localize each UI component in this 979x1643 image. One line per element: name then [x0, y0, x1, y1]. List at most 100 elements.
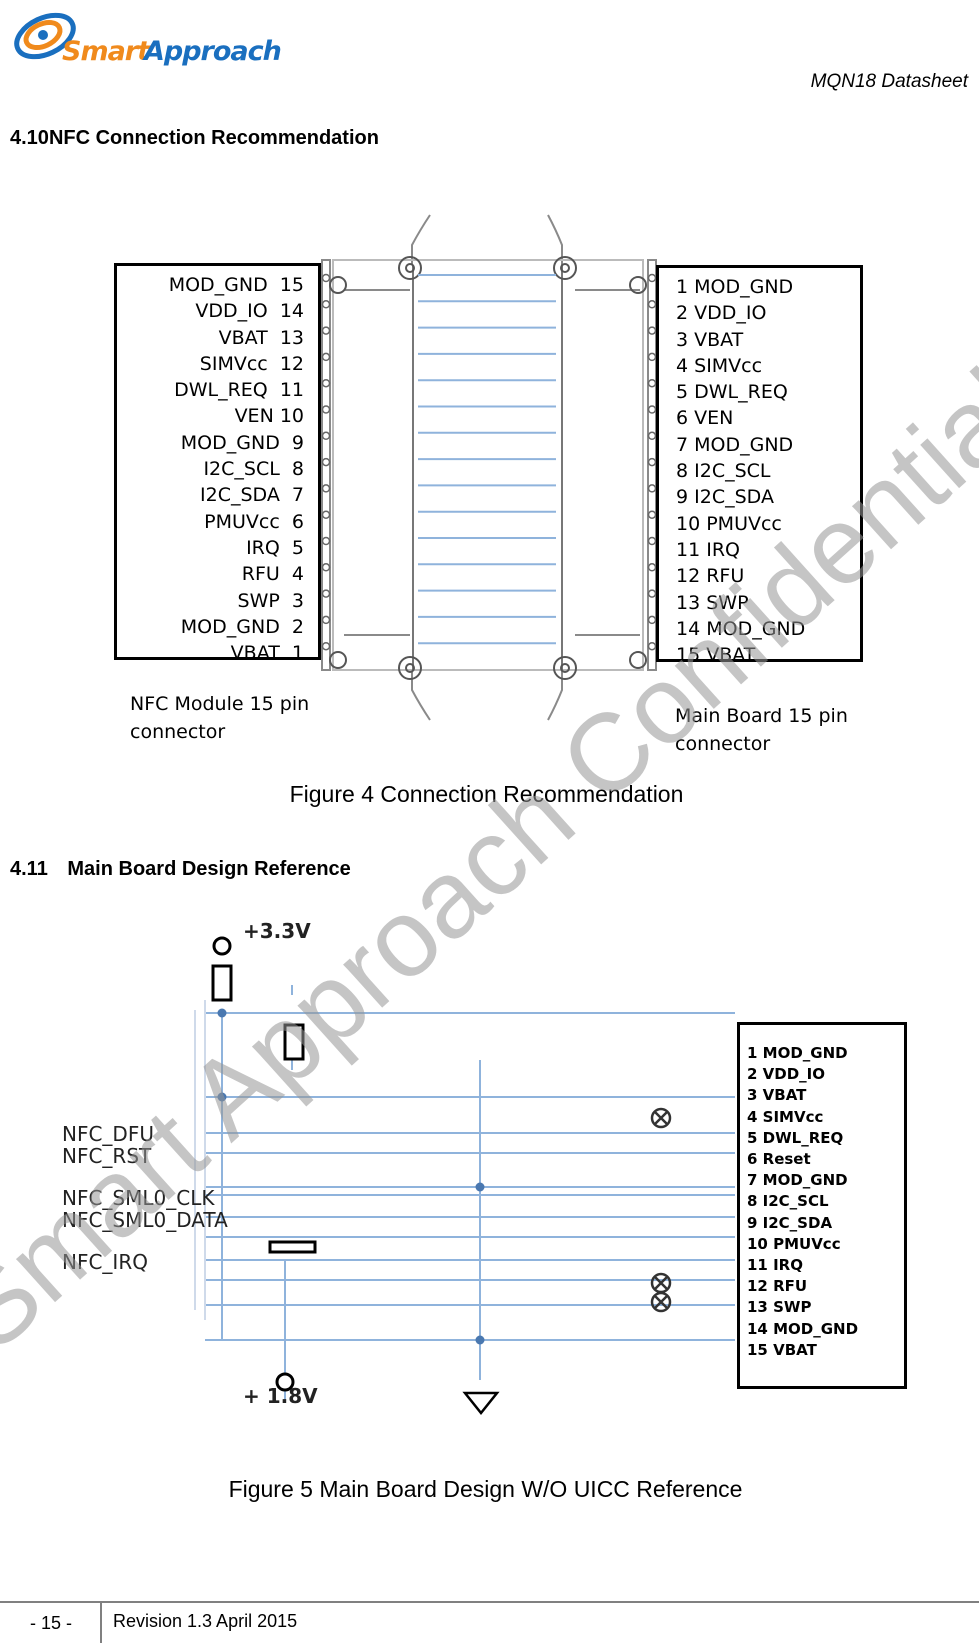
page-number-text: - 15 - — [30, 1613, 73, 1633]
connector-pin-mark — [321, 273, 331, 283]
pin-label: 5 DWL_REQ — [747, 1128, 844, 1147]
net-label: NFC_RST — [62, 1144, 152, 1168]
section-heading-4-11: 4.11 Main Board Design Reference — [10, 858, 351, 881]
connector-pin-mark — [321, 300, 331, 309]
pin-label: 4 SIMVcc — [676, 354, 763, 377]
section-number: 4.11 — [10, 858, 48, 880]
pin-label: SWP 3 — [237, 589, 304, 612]
company-logo: Smart Approach — [10, 2, 282, 72]
connector-pin-mark — [647, 536, 657, 546]
pin-label: 6 VEN — [676, 407, 734, 430]
section-title: Main Board Design Reference — [67, 858, 351, 880]
pin-label: I2C_SDA 7 — [200, 484, 304, 507]
net-label: NFC_IRQ — [62, 1250, 148, 1274]
connector-pin-mark — [647, 300, 657, 309]
connector-pin-mark — [321, 352, 331, 362]
connector-pin-mark — [647, 273, 657, 283]
net-label: NFC_SML0_DATA — [62, 1208, 228, 1232]
connector-pin-mark — [647, 484, 657, 493]
connector-pin-mark — [321, 641, 331, 651]
connector-pin-mark — [321, 563, 331, 572]
no-connect-markers — [650, 1107, 672, 1313]
logo-text-smart: Smart — [62, 36, 150, 67]
pin-label: 10 PMUVcc — [747, 1234, 841, 1253]
pin-label: 15 VBAT — [676, 644, 756, 667]
nfc-module-pin-list: MOD_GND 15 VDD_IO 14 VBAT 13 SIMVcc 12 D… — [169, 272, 304, 666]
connector-pin-mark — [321, 615, 331, 625]
figure-4-caption: Figure 4 Connection Recommendation — [289, 781, 684, 807]
main-board-connector-box-fig5: 1 MOD_GND 2 VDD_IO 3 VBAT 4 SIMVcc 5 DWL… — [737, 1022, 907, 1389]
pin-label: I2C_SCL 8 — [203, 458, 304, 481]
pin-label: 8 I2C_SCL — [747, 1192, 829, 1211]
pin-label: PMUVcc 6 — [204, 510, 304, 533]
footer-separator — [100, 1603, 102, 1643]
main-board-caption: Main Board 15 pin connector — [675, 705, 848, 755]
pin-label: RFU 4 — [241, 563, 304, 586]
connector-pin-mark — [321, 510, 331, 519]
pin-label: 6 Reset — [747, 1150, 811, 1169]
pin-label: VBAT 1 — [230, 642, 304, 665]
logo-text-approach: Approach — [144, 36, 282, 67]
pin-label: 8 I2C_SCL — [676, 460, 771, 483]
nfc-module-connector-box: MOD_GND 15 VDD_IO 14 VBAT 13 SIMVcc 12 D… — [114, 263, 321, 664]
pin-label: 11 IRQ — [676, 538, 740, 561]
section-heading-4-10: 4.10NFC Connection Recommendation — [10, 127, 379, 150]
pin-label: VDD_IO 14 — [195, 300, 304, 323]
pin-label: 2 VDD_IO — [676, 302, 767, 325]
pin-label: 14 MOD_GND — [676, 617, 806, 640]
supply-3v3-label: +3.3V — [243, 919, 311, 943]
main-board-pin-list: 1 MOD_GND 2 VDD_IO 3 VBAT 4 SIMVcc 5 DWL… — [676, 274, 805, 668]
nfc-module-caption: NFC Module 15 pin connector — [130, 693, 310, 743]
pin-label: 12 RFU — [676, 565, 745, 588]
connector-pin-mark — [321, 326, 331, 335]
pin-label: 9 I2C_SDA — [676, 486, 774, 509]
pin-label: 9 I2C_SDA — [747, 1213, 833, 1232]
connector-pin-mark — [647, 615, 657, 625]
pin-label: 10 PMUVcc — [676, 512, 782, 535]
connector-pin-mark — [321, 536, 331, 546]
main-board-pin-list-fig5: 1 MOD_GND 2 VDD_IO 3 VBAT 4 SIMVcc 5 DWL… — [747, 1043, 858, 1361]
connector-pin-mark — [321, 378, 331, 388]
figure-4-connection-diagram: MOD_GND 15 VDD_IO 14 VBAT 13 SIMVcc 12 D… — [0, 190, 979, 755]
connector-pin-mark — [647, 352, 657, 362]
section-title: NFC Connection Recommendation — [48, 127, 379, 149]
pin-label: 11 IRQ — [747, 1256, 803, 1275]
pin-label: 3 VBAT — [747, 1086, 807, 1105]
pin-label: MOD_GND 2 — [180, 615, 304, 638]
connector-pin-mark — [321, 589, 331, 598]
pin-label: MOD_GND 15 — [168, 274, 304, 296]
revision-text: Revision 1.3 April 2015 — [113, 1611, 298, 1631]
page-number: - 15 - — [30, 1613, 72, 1634]
footer-divider — [0, 1601, 979, 1603]
pin-label: 7 MOD_GND — [747, 1171, 848, 1190]
net-label: NFC_DFU — [62, 1122, 154, 1146]
pin-label: MOD_GND 9 — [180, 431, 304, 454]
pin-label: VBAT 13 — [218, 326, 304, 349]
pin-label: DWL_REQ 11 — [174, 379, 304, 402]
schematic-drawing — [194, 936, 735, 1416]
net-label-list: NFC_DFU NFC_RST NFC_SML0_CLK NFC_SML0_DA… — [62, 1123, 228, 1273]
pin-label: VEN 10 — [234, 405, 304, 428]
pin-label: 15 VBAT — [747, 1340, 817, 1359]
main-board-connector-box: 1 MOD_GND 2 VDD_IO 3 VBAT 4 SIMVcc 5 DWL… — [656, 265, 863, 666]
pin-label: 14 MOD_GND — [747, 1319, 859, 1338]
net-label: NFC_SML0_CLK — [62, 1186, 215, 1210]
connector-pin-mark — [647, 457, 657, 467]
pin-label: 13 SWP — [747, 1298, 812, 1317]
pin-label: 1 MOD_GND — [676, 276, 794, 298]
pin-label: 1 MOD_GND — [747, 1044, 848, 1062]
connector-pin-mark — [647, 641, 657, 651]
connector-pin-mark — [647, 378, 657, 388]
connector-pin-mark — [647, 431, 657, 441]
connector-pin-mark — [647, 326, 657, 335]
connector-pin-mark — [321, 457, 331, 467]
pin-label: 12 RFU — [747, 1277, 808, 1296]
connector-pin-mark — [647, 589, 657, 598]
pin-label: 7 MOD_GND — [676, 433, 794, 456]
pin-label: 13 SWP — [676, 591, 749, 614]
supply-1v8-label: + 1.8V — [243, 1384, 318, 1408]
connector-pin-mark — [321, 484, 331, 493]
pin-label: IRQ 5 — [246, 536, 304, 559]
pin-label: 3 VBAT — [676, 328, 744, 351]
document-title: MQN18 Datasheet — [810, 71, 968, 92]
